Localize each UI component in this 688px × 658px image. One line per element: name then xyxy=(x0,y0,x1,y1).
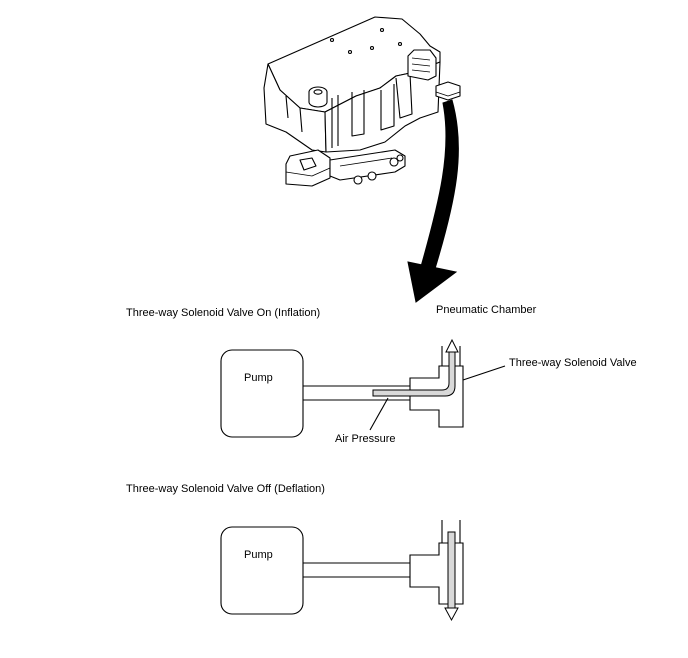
air-pressure-label: Air Pressure xyxy=(335,433,396,445)
flow-passage-deflation xyxy=(447,531,456,611)
inflation-diagram xyxy=(220,338,506,438)
pump-label-inflation: Pump xyxy=(244,372,273,384)
pump-box-inflation xyxy=(220,349,304,438)
three-way-solenoid-valve-label: Three-way Solenoid Valve xyxy=(509,357,637,369)
curved-arrow-down-icon xyxy=(407,99,459,303)
pump-box-deflation xyxy=(220,526,304,615)
pneumatic-chamber-label: Pneumatic Chamber xyxy=(436,304,537,316)
solenoid-off-title: Three-way Solenoid Valve Off (Deflation) xyxy=(126,483,325,495)
deflation-diagram xyxy=(220,520,464,622)
solenoid-on-title: Three-way Solenoid Valve On (Inflation) xyxy=(126,307,321,319)
solenoid-valve-assembly-drawing xyxy=(263,16,461,187)
pump-label-deflation: Pump xyxy=(244,549,273,561)
